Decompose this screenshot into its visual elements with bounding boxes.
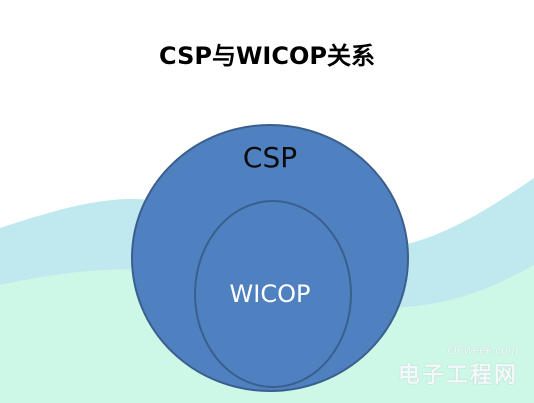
csp-label: CSP	[242, 141, 298, 174]
watermark-site: OFweek.com	[447, 343, 518, 357]
page-title: CSP与WICOP关系	[159, 42, 375, 70]
watermark-name: 电子工程网	[397, 363, 518, 388]
wicop-inner-circle	[194, 200, 352, 388]
wicop-label: WICOP	[229, 280, 311, 308]
watermark: OFweek.com 电子工程网	[398, 343, 518, 389]
